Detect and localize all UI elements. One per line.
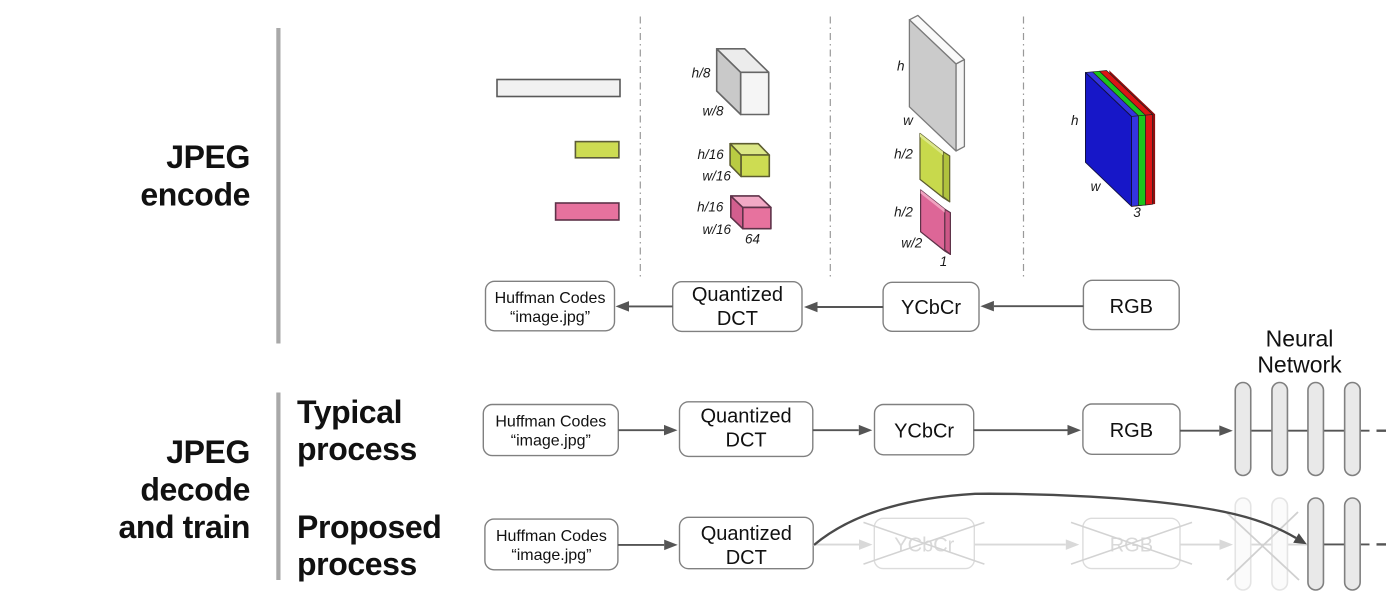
svg-text:RGB: RGB	[1110, 420, 1153, 442]
svg-text:Huffman Codes: Huffman Codes	[495, 290, 606, 307]
svg-text:h/16: h/16	[697, 147, 724, 162]
svg-text:JPEG: JPEG	[166, 139, 250, 175]
svg-text:YCbCr: YCbCr	[894, 421, 954, 443]
svg-text:process: process	[297, 431, 417, 467]
svg-text:Network: Network	[1257, 352, 1342, 378]
svg-text:and train: and train	[118, 509, 250, 545]
svg-text:Quantized: Quantized	[701, 523, 792, 545]
svg-text:h/8: h/8	[692, 66, 711, 81]
svg-text:YCbCr: YCbCr	[901, 297, 961, 319]
svg-text:w/8: w/8	[702, 104, 724, 119]
svg-text:w/16: w/16	[702, 169, 731, 184]
svg-text:“image.jpg”: “image.jpg”	[511, 433, 591, 450]
svg-text:YCbCr: YCbCr	[894, 535, 954, 557]
svg-text:h: h	[1071, 113, 1079, 128]
svg-text:RGB: RGB	[1110, 296, 1153, 318]
svg-text:Quantized: Quantized	[692, 284, 783, 306]
svg-text:process: process	[297, 546, 417, 582]
svg-text:64: 64	[745, 232, 760, 247]
svg-text:h: h	[897, 59, 905, 74]
svg-text:Huffman Codes: Huffman Codes	[496, 528, 607, 545]
svg-text:DCT: DCT	[717, 308, 758, 330]
svg-text:1: 1	[940, 254, 948, 269]
svg-text:3: 3	[1133, 205, 1141, 220]
svg-text:w/2: w/2	[901, 236, 923, 251]
svg-text:encode: encode	[140, 177, 250, 213]
svg-text:w/16: w/16	[703, 222, 732, 237]
svg-text:Neural: Neural	[1266, 326, 1334, 352]
svg-text:h/16: h/16	[697, 200, 724, 215]
svg-text:JPEG: JPEG	[166, 434, 250, 470]
svg-text:h/2: h/2	[894, 147, 913, 162]
svg-text:Quantized: Quantized	[701, 406, 792, 428]
svg-text:Huffman Codes: Huffman Codes	[495, 414, 606, 431]
svg-text:DCT: DCT	[726, 430, 767, 452]
svg-text:Proposed: Proposed	[297, 509, 441, 545]
svg-text:“image.jpg”: “image.jpg”	[511, 547, 591, 564]
svg-text:DCT: DCT	[726, 547, 767, 569]
svg-text:Typical: Typical	[297, 394, 402, 430]
svg-text:“image.jpg”: “image.jpg”	[510, 309, 590, 326]
svg-text:h/2: h/2	[894, 205, 913, 220]
svg-text:w: w	[903, 113, 914, 128]
svg-text:w: w	[1091, 179, 1102, 194]
svg-text:decode: decode	[140, 472, 250, 508]
